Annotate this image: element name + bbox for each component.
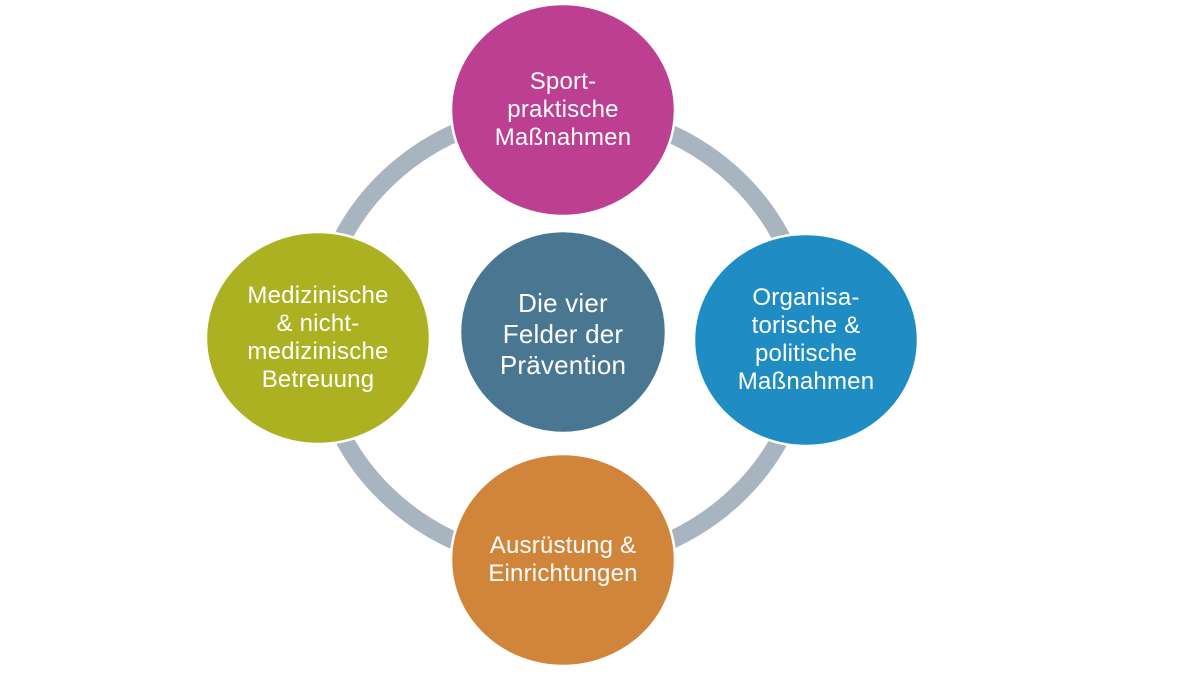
center-circle — [458, 229, 668, 435]
node-circle-right — [692, 232, 920, 448]
node-label-sportpraktische: Sport- praktische Maßnahmen — [494, 67, 632, 152]
node-circle-left — [204, 230, 432, 446]
node-label-ausruestung: Ausrüstung & Einrichtungen — [488, 531, 638, 587]
node-label-organisatorische: Organisa- torische & politische Maßnahme… — [737, 283, 875, 396]
node-circle-bottom — [449, 452, 677, 668]
node-circle-top — [449, 2, 677, 218]
node-label-medizinische: Medizinische & nicht- medizinische Betre… — [247, 281, 389, 394]
center-title: Die vier Felder der Prävention — [499, 288, 627, 381]
